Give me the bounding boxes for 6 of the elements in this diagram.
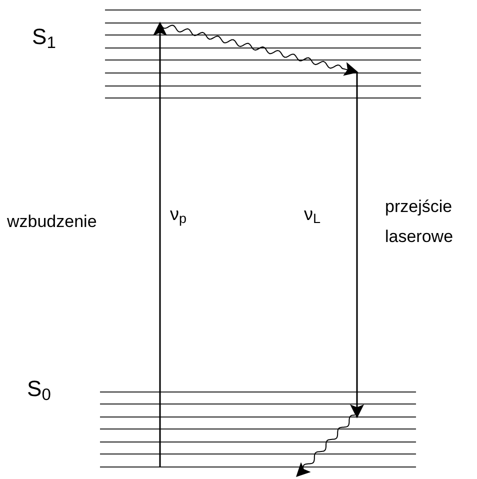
- transition-arrow: [153, 22, 167, 467]
- transition-label: przejście laserowe: [385, 196, 454, 248]
- state-label: S$_{1}$: [32, 26, 56, 48]
- transition-label: wzbudzenie: [7, 211, 97, 233]
- transition-arrow: [350, 73, 364, 418]
- state-label: S$_{0}$: [27, 378, 51, 400]
